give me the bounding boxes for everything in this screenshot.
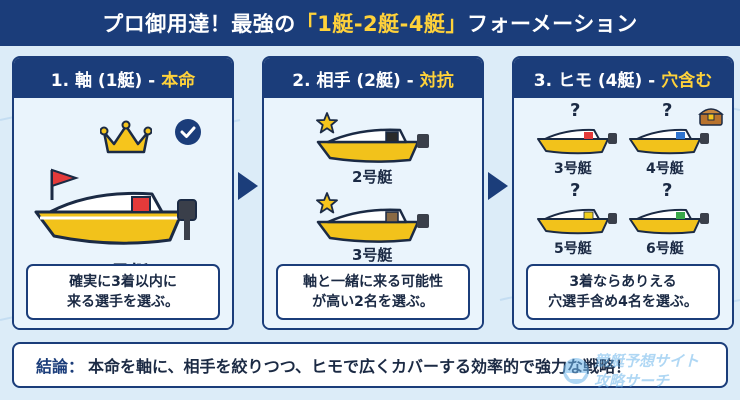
- panel-himo: 3. ヒモ (4艇) - 穴含む ? 3号艇 ? 4号艇 ?: [512, 56, 734, 330]
- title-highlight: 「1艇-2艇-4艇」: [295, 12, 468, 36]
- question-icon: ?: [570, 100, 581, 121]
- panel-partner: 2. 相手 (2艇) - 対抗 2号艇 3号艇 軸と一緒に来る可能性 が高い2名…: [262, 56, 484, 330]
- star-icon: [316, 192, 338, 214]
- boat-4-label: 4号艇: [646, 161, 684, 177]
- desc-line: 来る選手を選ぶ。: [67, 294, 179, 310]
- panel-partner-title: 2. 相手 (2艇) -: [292, 70, 414, 91]
- watermark-boat-icon: [563, 358, 589, 384]
- boat-6-label: 6号艇: [646, 241, 684, 257]
- boat-3-label: 3号艇: [352, 246, 393, 264]
- panel-partner-header: 2. 相手 (2艇) - 対抗: [264, 58, 482, 98]
- boat-4-icon: [629, 128, 709, 155]
- question-icon: ?: [662, 180, 673, 201]
- panel-axis-header: 1. 軸 (1艇) - 本命: [14, 58, 232, 98]
- panel-himo-body: ? 3号艇 ? 4号艇 ? 5号艇 ?: [514, 98, 732, 328]
- boat-3-icon: [316, 208, 429, 243]
- panel-himo-description: 3着ならありえる 穴選手含め4名を選ぶ。: [526, 264, 720, 320]
- boat-2-label: 2号艇: [352, 168, 393, 186]
- watermark-line1: 競艇予想サイト: [594, 352, 700, 370]
- desc-line: 3着ならありえる: [569, 274, 677, 290]
- panel-axis-accent: 本命: [161, 70, 196, 91]
- panel-partner-body: 2号艇 3号艇 軸と一緒に来る可能性 が高い2名を選ぶ。: [264, 98, 482, 328]
- panel-axis-title: 1. 軸 (1艇) -: [50, 70, 156, 91]
- arrow-right-icon: [488, 172, 508, 200]
- boat-2-icon: [316, 128, 429, 163]
- panel-partner-description: 軸と一緒に来る可能性 が高い2名を選ぶ。: [276, 264, 470, 320]
- conclusion-text: 本命を軸に、相手を絞りつつ、ヒモで広くカバーする効率的で強力な戦略！: [88, 357, 632, 376]
- panel-axis: 1. 軸 (1艇) - 本命 1号艇 確実に3着以内に: [12, 56, 234, 330]
- boat-6-icon: [629, 208, 709, 235]
- desc-line: 穴選手含め4名を選ぶ。: [548, 294, 698, 310]
- title-prefix: プロ御用達！最強の: [102, 12, 296, 36]
- panel-partner-accent: 対抗: [419, 70, 454, 91]
- page-title: プロ御用達！最強の 「1艇-2艇-4艇」 フォーメーション: [0, 0, 740, 46]
- star-icon: [316, 112, 338, 134]
- watermark-line2: 攻略サーチ: [594, 372, 670, 390]
- treasure-chest-icon: [698, 108, 724, 126]
- arrow-right-icon: [238, 172, 258, 200]
- panel-axis-description: 確実に3着以内に 来る選手を選ぶ。: [26, 264, 220, 320]
- watermark-logo: 競艇予想サイト 攻略サーチ: [560, 348, 730, 392]
- panel-himo-accent: 穴含む: [661, 70, 713, 91]
- desc-line: 確実に3着以内に: [69, 274, 177, 290]
- boat-1-icon: [34, 168, 197, 245]
- panel-himo-title: 3. ヒモ (4艇) -: [533, 70, 656, 91]
- panel-himo-header: 3. ヒモ (4艇) - 穴含む: [514, 58, 732, 98]
- boat-3-icon: [537, 128, 617, 155]
- crown-icon: [100, 120, 152, 154]
- question-icon: ?: [662, 100, 673, 121]
- desc-line: 軸と一緒に来る可能性: [303, 274, 443, 290]
- conclusion-lead: 結論：: [36, 357, 85, 376]
- desc-line: が高い2名を選ぶ。: [312, 294, 434, 310]
- conclusion-box: 結論： 本命を軸に、相手を絞りつつ、ヒモで広くカバーする効率的で強力な戦略！: [12, 342, 728, 388]
- panel-axis-body: 1号艇 確実に3着以内に 来る選手を選ぶ。: [14, 98, 232, 328]
- boat-5-icon: [537, 208, 617, 235]
- check-badge-icon: [175, 119, 201, 145]
- boat-5-label: 5号艇: [554, 241, 592, 257]
- title-suffix: フォーメーション: [467, 12, 638, 36]
- question-icon: ?: [570, 180, 581, 201]
- boat-3-label: 3号艇: [554, 161, 592, 177]
